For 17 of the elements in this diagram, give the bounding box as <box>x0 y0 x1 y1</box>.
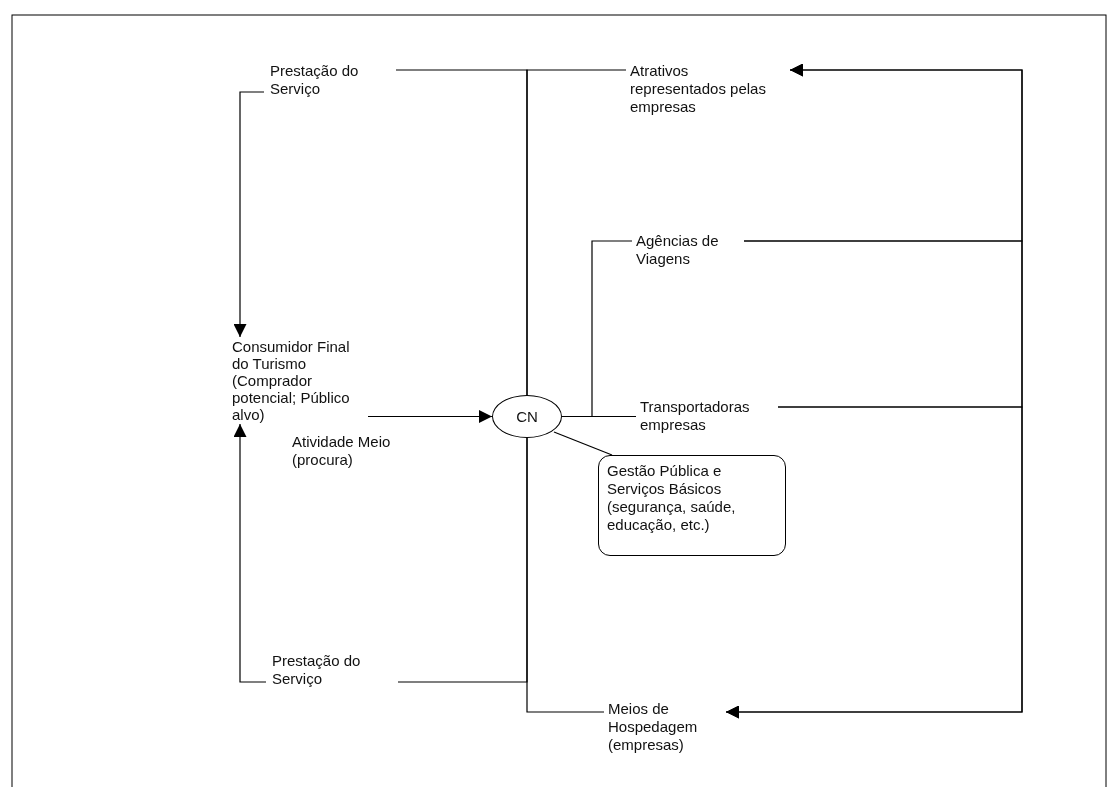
node-label: Prestação do Serviço <box>272 652 392 688</box>
connector-line <box>526 437 605 713</box>
connector-line <box>561 415 637 418</box>
arrow <box>367 410 493 423</box>
connector-line <box>526 69 627 396</box>
arrow <box>233 423 267 683</box>
node-label: Prestação do Serviço <box>270 62 390 98</box>
circle-node: CN <box>492 395 562 438</box>
node-label: Consumidor Final do Turismo (Comprador potencial; Público alvo) <box>232 338 366 423</box>
info-box: Gestão Pública e Serviços Básicos (segurança, saúde, educação, etc.) <box>598 455 786 556</box>
connector-line <box>553 431 613 456</box>
node-label: Agências de Viagens <box>636 232 736 268</box>
arrow <box>233 91 265 338</box>
node-label: Atrativos representados pelas empresas <box>630 62 782 116</box>
arrow <box>725 406 1023 719</box>
node-label: Meios de Hospedagem (empresas) <box>608 700 718 754</box>
node-label: Transportadoras empresas <box>640 398 770 434</box>
